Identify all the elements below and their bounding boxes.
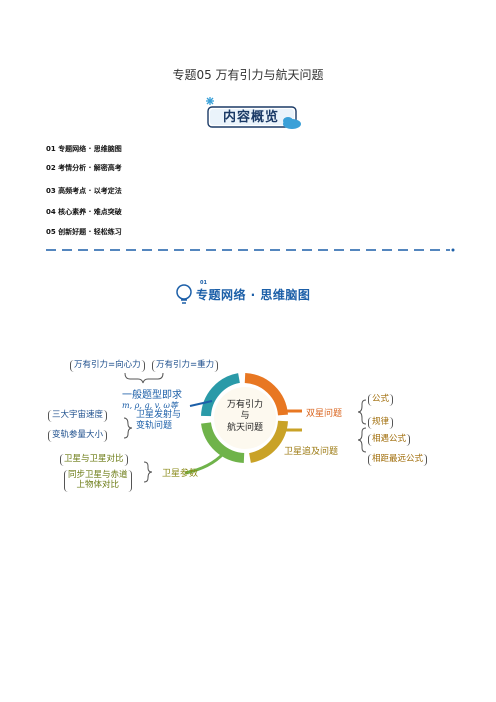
- lightbulb-icon: [176, 284, 192, 304]
- meeting-formula: 相遇公式: [368, 434, 411, 446]
- cloud-icon: [283, 117, 301, 129]
- formula-gravity-weight: 万有引力=重力: [152, 360, 219, 372]
- toc-item-5[interactable]: 05 创新好题 · 轻松练习: [46, 228, 122, 236]
- general-question-vars: m, ρ, g, v, ω等: [122, 401, 178, 410]
- general-question-title: 一般题型即求: [122, 390, 182, 401]
- section-title: 专题网络 · 思维脑图: [196, 288, 311, 302]
- center-node: 万有引力与航天问题: [226, 400, 263, 433]
- satellite-params-label: 卫星参数: [162, 469, 199, 479]
- toc-item-2[interactable]: 02 考情分析 · 解密高考: [46, 164, 122, 172]
- section-heading-graphic: [176, 284, 192, 304]
- escape-velocities: 三大宇宙速度: [48, 410, 108, 422]
- farthest-formula: 相距最远公式: [368, 454, 428, 466]
- orbit-change-params: 变轨参量大小: [48, 430, 108, 442]
- toc-item-4[interactable]: 04 核心素养 · 难点突破: [46, 208, 122, 216]
- launch-orbit-label: 卫星发射与变轨问题: [136, 410, 182, 431]
- satellite-compare: 卫星与卫星对比: [60, 454, 128, 466]
- toc-item-1[interactable]: 01 专题网络 · 思维脑图: [46, 145, 122, 153]
- toc-item-3[interactable]: 03 高频考点 · 以考定法: [46, 187, 122, 195]
- section-number: 01: [200, 280, 207, 286]
- double-star-formula: 公式: [368, 394, 394, 406]
- mind-map-graphics: [123, 372, 367, 483]
- dashed-divider: [46, 248, 455, 252]
- banner-label: 内容概览: [222, 110, 279, 125]
- double-star-rule: 规律: [368, 417, 394, 429]
- double-star-label: 双星问题: [306, 409, 343, 419]
- formula-gravity-centripetal: 万有引力=向心力: [70, 360, 145, 372]
- content-overview-banner: [206, 97, 301, 129]
- sparkle-icon: [206, 97, 214, 105]
- satellite-chase-label: 卫星追及问题: [284, 447, 339, 457]
- mind-map: 万有引力=向心力 万有引力=重力 一般题型即求 m, ρ, g, v, ω等 万…: [40, 348, 448, 510]
- page-title: 专题05 万有引力与航天问题: [172, 68, 324, 82]
- sync-vs-equator: 同步卫星与赤道上物体对比: [64, 470, 132, 492]
